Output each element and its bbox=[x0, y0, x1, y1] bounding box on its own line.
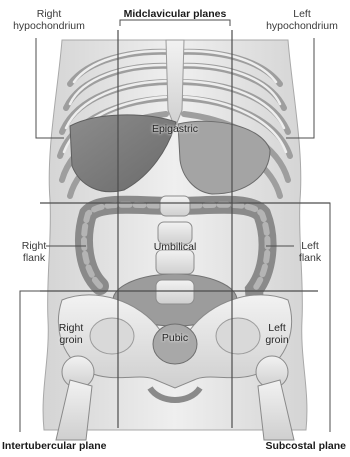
left-flank-label: Left flank bbox=[286, 240, 334, 264]
pelvic-opening-left bbox=[90, 318, 134, 354]
right-flank-line-2: flank bbox=[10, 252, 58, 264]
pubic-label: Pubic bbox=[150, 332, 200, 344]
right-groin-label: Right groin bbox=[48, 322, 94, 346]
right-flank-line-1: Right bbox=[10, 240, 58, 252]
right-hypochondrium-line-1: Right bbox=[4, 8, 94, 20]
right-hypochondrium-line-2: hypochondrium bbox=[4, 20, 94, 32]
epigastric-label: Epigastric bbox=[130, 123, 220, 135]
left-flank-line-1: Left bbox=[286, 240, 334, 252]
left-flank-line-2: flank bbox=[286, 252, 334, 264]
subcostal-plane-label: Subcostal plane bbox=[246, 440, 346, 452]
bladder bbox=[153, 324, 197, 364]
left-hypochondrium-line-1: Left bbox=[256, 8, 348, 20]
left-hypochondrium-label: Left hypochondrium bbox=[256, 8, 348, 32]
umbilical-label: Umbilical bbox=[140, 241, 210, 253]
right-flank-label: Right flank bbox=[10, 240, 58, 264]
midclavicular-planes-label: Midclavicular planes bbox=[112, 8, 238, 20]
left-hypochondrium-line-2: hypochondrium bbox=[256, 20, 348, 32]
right-hypochondrium-label: Right hypochondrium bbox=[4, 8, 94, 32]
left-groin-line-1: Left bbox=[254, 322, 300, 334]
intertubercular-plane-label: Intertubercular plane bbox=[2, 440, 142, 452]
right-groin-line-2: groin bbox=[48, 334, 94, 346]
left-groin-line-2: groin bbox=[254, 334, 300, 346]
left-groin-label: Left groin bbox=[254, 322, 300, 346]
right-groin-line-1: Right bbox=[48, 322, 94, 334]
